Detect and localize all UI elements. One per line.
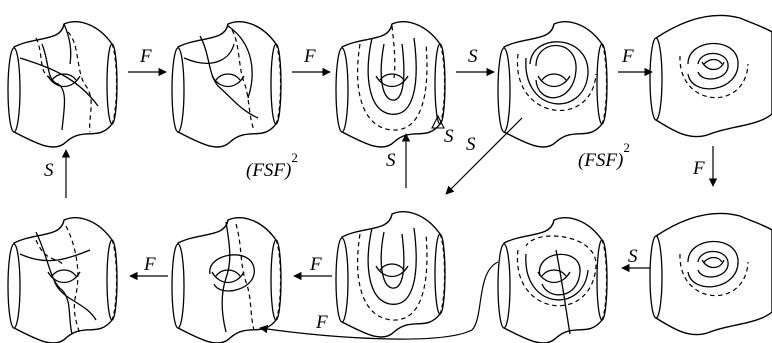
label-bottom-3: F <box>143 254 156 275</box>
label-fsf-right: (FSF)2 <box>578 140 630 171</box>
surface-bottom-3 <box>335 211 446 338</box>
surface-top-4 <box>497 21 608 148</box>
surface-bottom-1 <box>7 217 118 343</box>
label-top-1: F <box>139 46 152 67</box>
surface-bottom-5 <box>649 212 772 336</box>
surface-top-5 <box>649 14 772 138</box>
surface-bottom-4 <box>497 217 608 343</box>
label-bottom-curve: F <box>315 312 328 333</box>
arrow-bottom-curve <box>259 261 499 340</box>
label-top-2: F <box>303 46 316 67</box>
label-fsf-left-exp: 2 <box>291 150 298 165</box>
label-delta-s: S <box>444 126 454 147</box>
surface-top-3 <box>335 21 446 148</box>
label-diagonal: S <box>466 134 476 155</box>
surface-top-1 <box>7 21 118 148</box>
surface-top-2 <box>171 21 282 148</box>
label-top-4: F <box>621 46 634 67</box>
label-middle-up: S <box>386 150 396 171</box>
label-right-down: F <box>692 158 705 179</box>
label-top-3: S <box>468 46 478 67</box>
label-bottom-1: S <box>628 246 638 267</box>
label-fsf-left-base: (FSF) <box>246 160 291 181</box>
label-left-up: S <box>44 160 54 181</box>
delta-triangle <box>431 114 445 129</box>
label-fsf-right-exp: 2 <box>623 140 630 155</box>
label-bottom-2: F <box>309 254 322 275</box>
label-fsf-right-base: (FSF) <box>578 150 623 171</box>
surface-bottom-2 <box>171 217 282 343</box>
label-fsf-left: (FSF)2 <box>246 150 298 181</box>
arrow-diagonal <box>445 117 523 195</box>
